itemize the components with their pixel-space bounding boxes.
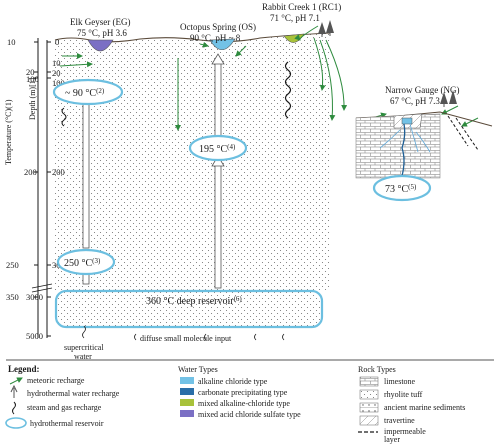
svg-text:73 °C(5): 73 °C(5) [385, 183, 417, 195]
rock-type-marine: ancient marine sediments [384, 403, 465, 412]
swatch-mixed-acid [180, 410, 194, 417]
temperature-axis: 10 20 100 200 250 350 Temperature (°C)(1… [4, 37, 39, 338]
depth-tick-100: 100 [52, 78, 65, 88]
legend-title: Legend: [8, 364, 40, 374]
swatch-alkaline-chloride [180, 377, 194, 384]
temperature-axis-label: Temperature (°C)(1) [4, 99, 13, 165]
depth-axis-label: Depth (m)[1] [28, 77, 37, 120]
swatch-travertine [359, 415, 379, 426]
water-type-alkaline-chloride: alkaline chloride type [198, 377, 268, 386]
reservoir-90: ~ 90 °C(2) [52, 78, 124, 106]
steam-gas-squiggle-left [61, 107, 67, 127]
narrow-gauge-inset: Narrow Gauge (NG) 67 °C, pH 7.3 73 °C(5) [355, 85, 493, 202]
svg-text:250 °C(3): 250 °C(3) [64, 257, 101, 269]
small-molecule-input-arrows [82, 325, 285, 341]
elk-geyser-pool [87, 39, 114, 52]
octopus-spring-title: Octopus Spring (OS) [180, 22, 256, 32]
svg-text:195 °C(4): 195 °C(4) [199, 143, 236, 155]
hydrothermal-recharge-icon [10, 384, 18, 398]
depth-tick-3000: 3000 [26, 292, 43, 302]
rabbit-creek-conditions: 71 °C, pH 7.1 [270, 13, 320, 23]
legend-steam-gas: steam and gas recharge [27, 403, 102, 412]
meteoric-recharge-icon [9, 377, 23, 385]
elk-geyser-conditions: 75 °C, pH 3.6 [77, 28, 127, 38]
temp-tick-10: 10 [7, 37, 16, 47]
hydrothermal-reservoir-icon [5, 417, 27, 429]
rabbit-creek-title: Rabbit Creek 1 (RC1) [262, 2, 341, 12]
temp-tick-350: 350 [6, 292, 19, 302]
meteoric-recharge-arrows [59, 25, 479, 131]
depth-tick-20: 20 [52, 68, 61, 78]
swatch-marine [359, 402, 379, 413]
svg-text:360 °C deep reservoir(6): 360 °C deep reservoir(6) [146, 295, 242, 307]
water-types-legend: Water Types alkaline chloride type carbo… [178, 365, 301, 419]
diffuse-input-label: diffuse small molecule input [140, 334, 232, 343]
svg-text:~ 90 °C(2): ~ 90 °C(2) [65, 87, 105, 99]
octopus-spring-conditions: 90 °C, pH ~ 8 [190, 33, 241, 43]
steam-gas-icon [12, 401, 16, 415]
water-type-carbonate: carbonate precipitating type [198, 388, 288, 397]
depth-tick-0: 0 [55, 37, 59, 47]
rock-type-limestone: limestone [384, 377, 416, 386]
depth-tick-10: 10 [52, 58, 61, 68]
steam-gas-squiggle-right [284, 61, 292, 119]
swatch-rhyolite [359, 389, 379, 400]
swatch-carbonate [180, 388, 194, 395]
depth-tick-5000: 5000 [26, 331, 43, 341]
temp-tick-20: 20 [26, 67, 35, 77]
tree-icons [318, 20, 457, 107]
legend: Legend: meteoric recharge hydrothermal w… [5, 364, 120, 429]
temp-tick-100: 100 [26, 74, 39, 84]
octopus-spring-pool [209, 38, 236, 51]
subsurface-block [54, 32, 331, 290]
narrow-gauge-conditions: 67 °C, pH 7.3 [390, 96, 440, 106]
rock-types-legend: Rock Types limestone rhyolite tuff ancie… [358, 365, 465, 444]
legend-meteoric: meteoric recharge [27, 376, 85, 385]
water-types-title: Water Types [178, 365, 218, 374]
reservoir-195: 195 °C(4) [188, 134, 248, 162]
legend-hydrothermal-recharge: hydrothermal water recharge [27, 389, 120, 398]
rock-type-rhyolite: rhyolite tuff [384, 390, 423, 399]
rock-type-travertine: travertine [384, 416, 415, 425]
water-type-mixed-acid: mixed acid chloride sulfate type [198, 410, 301, 419]
ground-surface-line [54, 32, 331, 43]
temp-tick-250: 250 [6, 260, 19, 270]
elk-geyser-title: Elk Geyser (EG) [70, 17, 130, 27]
reservoir-250: 250 °C(3) [56, 248, 116, 276]
swatch-limestone [359, 376, 379, 387]
depth-tick-200: 200 [52, 167, 65, 177]
temp-tick-200: 200 [24, 167, 37, 177]
deep-reservoir: 360 °C deep reservoir(6) [54, 289, 324, 329]
narrow-gauge-title: Narrow Gauge (NG) [385, 85, 459, 95]
supercritical-water-label-1: supercritical [64, 343, 104, 352]
rock-types-title: Rock Types [358, 365, 396, 374]
supercritical-water-label-2: water [74, 352, 92, 361]
legend-hydrothermal-reservoir: hydrothermal reservoir [30, 419, 104, 428]
swatch-mixed-alkaline [180, 399, 194, 406]
water-type-mixed-alkaline: mixed alkaline-chloride type [198, 399, 290, 408]
